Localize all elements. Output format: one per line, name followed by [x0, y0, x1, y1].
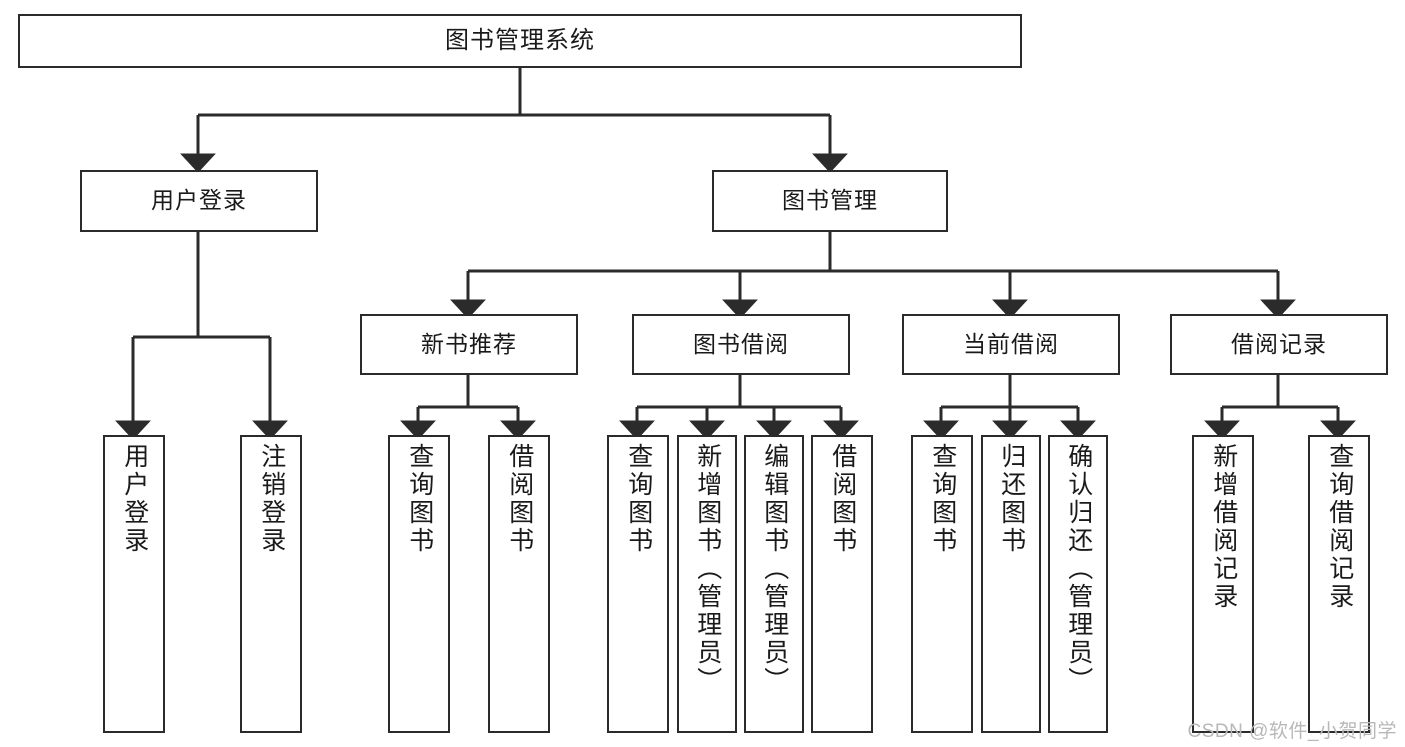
leaf-user-login[interactable]: 用户登录 [103, 435, 165, 733]
leaf-borrow-query-book[interactable]: 查询图书 [607, 435, 669, 733]
node-new-book-recommend[interactable]: 新书推荐 [360, 314, 578, 375]
node-label: 确认归还（管理员） [1064, 443, 1093, 695]
node-label: 归还图书 [997, 443, 1026, 555]
node-label: 新增借阅记录 [1209, 443, 1238, 611]
node-book-borrow[interactable]: 图书借阅 [632, 314, 850, 375]
leaf-current-confirm-return-admin[interactable]: 确认归还（管理员） [1048, 435, 1108, 733]
node-label: 图书管理 [782, 187, 878, 214]
watermark-text: CSDN @软件_小贺同学 [1187, 721, 1397, 742]
leaf-borrow-add-book-admin[interactable]: 新增图书（管理员） [677, 435, 737, 733]
node-label: 用户登录 [120, 443, 149, 555]
leaf-record-query-record[interactable]: 查询借阅记录 [1308, 435, 1370, 733]
node-label: 查询图书 [928, 443, 957, 555]
leaf-logout[interactable]: 注销登录 [240, 435, 302, 733]
leaf-borrow-borrow-book[interactable]: 借阅图书 [811, 435, 873, 733]
node-label: 借阅图书 [505, 443, 534, 555]
leaf-newbook-borrow-book[interactable]: 借阅图书 [488, 435, 550, 733]
node-book-management[interactable]: 图书管理 [712, 170, 948, 232]
node-current-borrow[interactable]: 当前借阅 [902, 314, 1120, 375]
node-root-system[interactable]: 图书管理系统 [18, 14, 1022, 68]
node-label: 查询图书 [624, 443, 653, 555]
leaf-current-query-book[interactable]: 查询图书 [911, 435, 973, 733]
leaf-newbook-query-book[interactable]: 查询图书 [388, 435, 450, 733]
node-label: 查询借阅记录 [1325, 443, 1354, 611]
node-label: 借阅图书 [828, 443, 857, 555]
node-label: 注销登录 [257, 443, 286, 555]
node-label: 编辑图书（管理员） [760, 443, 789, 695]
node-label: 用户登录 [151, 187, 247, 214]
node-label: 图书管理系统 [445, 26, 595, 54]
leaf-current-return-book[interactable]: 归还图书 [981, 435, 1041, 733]
node-label: 新书推荐 [421, 330, 517, 357]
leaf-borrow-edit-book-admin[interactable]: 编辑图书（管理员） [744, 435, 804, 733]
node-label: 查询图书 [405, 443, 434, 555]
node-user-login[interactable]: 用户登录 [80, 170, 318, 232]
node-label: 借阅记录 [1231, 330, 1327, 357]
node-label: 新增图书（管理员） [693, 443, 722, 695]
node-label: 当前借阅 [963, 330, 1059, 357]
leaf-record-add-record[interactable]: 新增借阅记录 [1192, 435, 1254, 733]
node-borrow-record[interactable]: 借阅记录 [1170, 314, 1388, 375]
node-label: 图书借阅 [693, 330, 789, 357]
